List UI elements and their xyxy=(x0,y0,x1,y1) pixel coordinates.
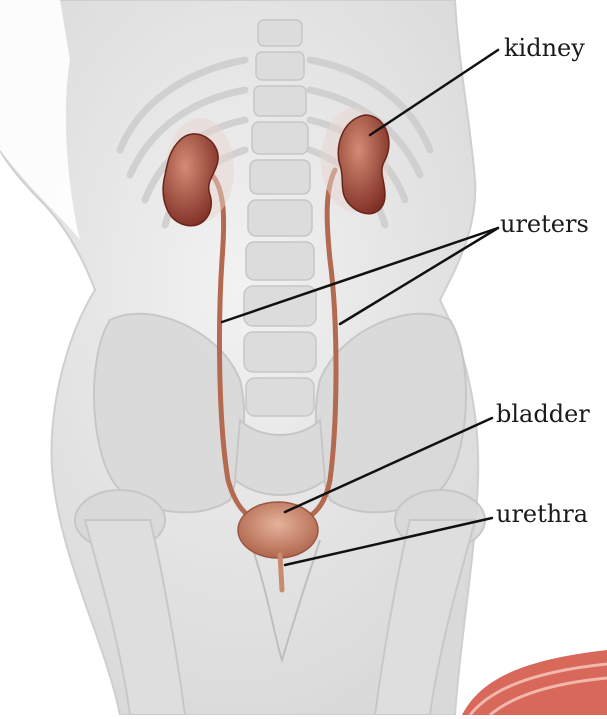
urethra xyxy=(280,555,282,590)
ureters-label: ureters xyxy=(500,212,589,236)
bladder xyxy=(238,502,318,558)
urethra-label: urethra xyxy=(496,502,588,526)
bladder-label: bladder xyxy=(496,402,590,426)
muscle-swatch xyxy=(462,650,607,715)
kidney-label: kidney xyxy=(504,36,585,60)
